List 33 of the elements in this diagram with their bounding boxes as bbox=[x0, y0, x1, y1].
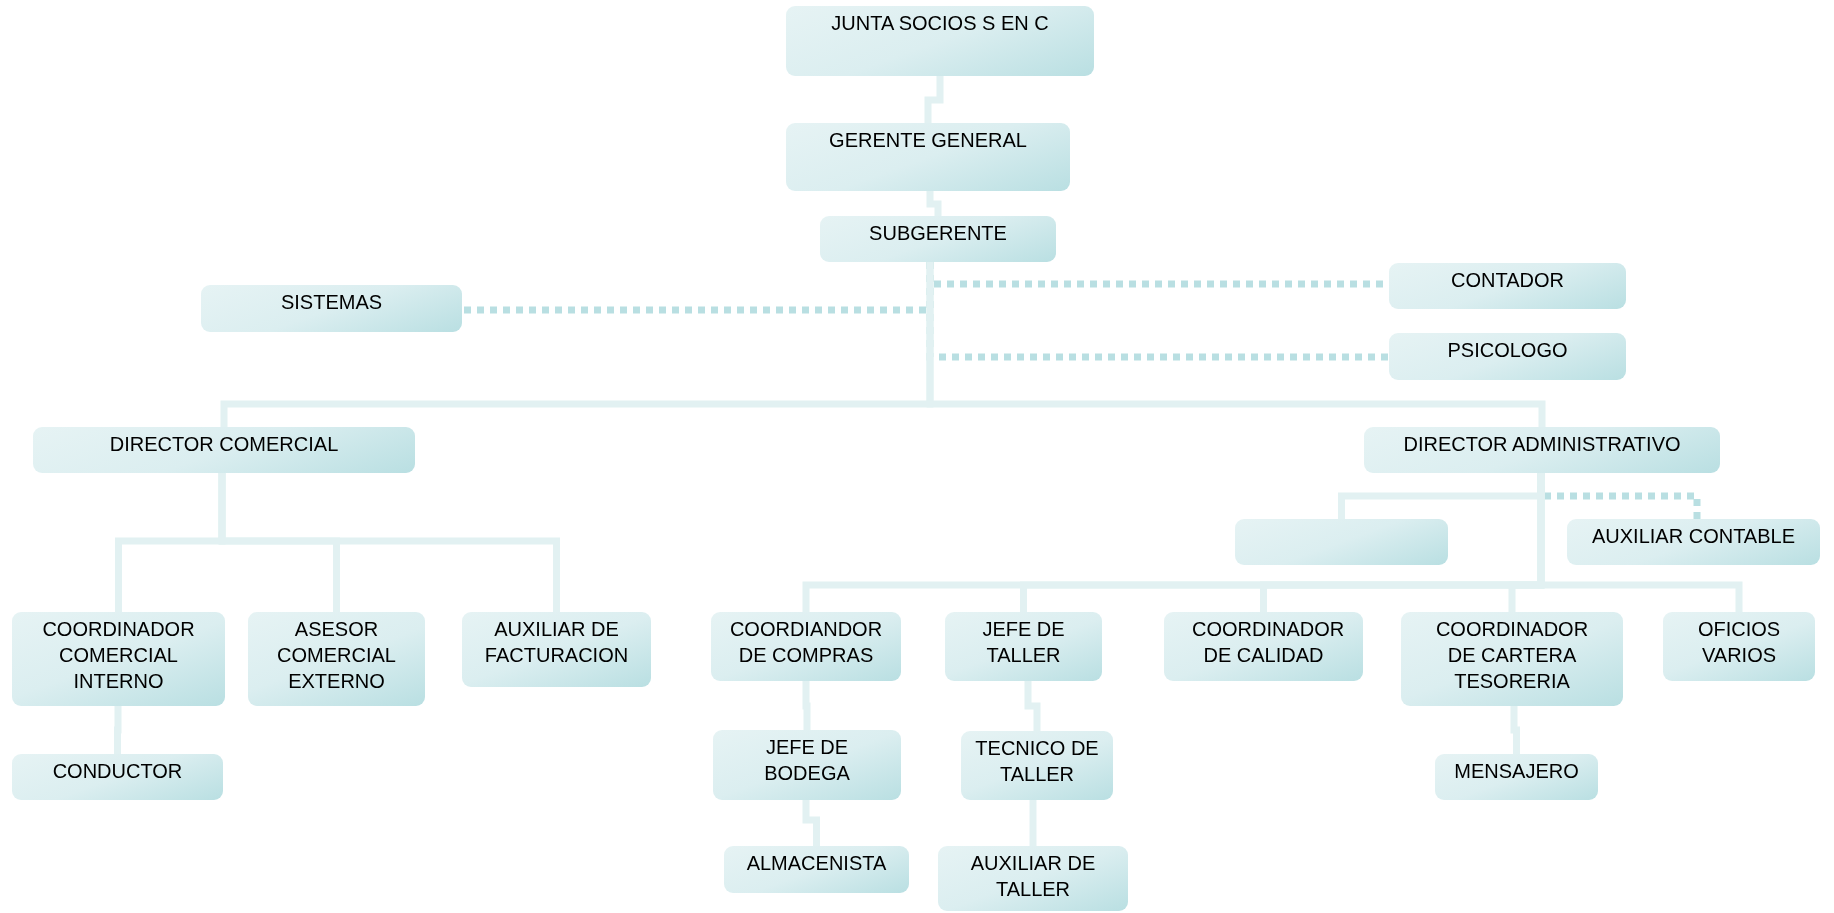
org-box: AUXILIAR DE TALLER bbox=[938, 846, 1128, 911]
connector-line bbox=[802, 800, 820, 846]
connector-line bbox=[802, 681, 811, 730]
org-box: COORDINADOR COMERCIAL INTERNO bbox=[12, 612, 225, 706]
connector-line bbox=[926, 191, 942, 216]
org-box: GERENTE GENERAL bbox=[786, 123, 1070, 191]
org-box: PSICOLOGO bbox=[1389, 333, 1626, 380]
connector-line bbox=[114, 706, 122, 754]
org-box: DIRECTOR ADMINISTRATIVO bbox=[1364, 427, 1720, 473]
org-box: JEFE DE TALLER bbox=[945, 612, 1102, 681]
connector-line bbox=[1029, 800, 1037, 846]
org-box: COORDINADOR DE CARTERA TESORERIA bbox=[1401, 612, 1623, 706]
org-box: TECNICO DE TALLER bbox=[961, 731, 1113, 800]
connector-line bbox=[1024, 681, 1041, 731]
org-box: COORDIANDOR DE COMPRAS bbox=[711, 612, 901, 681]
org-box: JUNTA SOCIOS S EN C bbox=[786, 6, 1094, 76]
org-box: ALMACENISTA bbox=[724, 846, 909, 893]
org-box: JEFE DE BODEGA bbox=[713, 730, 901, 800]
org-box: ASESOR COMERCIAL EXTERNO bbox=[248, 612, 425, 706]
org-box: COORDINADOR DE CALIDAD bbox=[1164, 612, 1363, 681]
org-box: CONTADOR bbox=[1389, 263, 1626, 309]
connector-line bbox=[1510, 706, 1520, 754]
org-box: SUBGERENTE bbox=[820, 216, 1056, 262]
org-box: AUXILIAR DE FACTURACION bbox=[462, 612, 651, 687]
org-box: MENSAJERO bbox=[1435, 754, 1598, 800]
org-box: OFICIOS VARIOS bbox=[1663, 612, 1815, 681]
org-box: SISTEMAS bbox=[201, 285, 462, 332]
org-box: CONDUCTOR bbox=[12, 754, 223, 800]
org-box: DIRECTOR COMERCIAL bbox=[33, 427, 415, 473]
empty-box bbox=[1235, 519, 1448, 565]
org-box: AUXILIAR CONTABLE bbox=[1567, 519, 1820, 565]
connector-line bbox=[924, 76, 944, 123]
connector-line bbox=[926, 262, 1546, 427]
